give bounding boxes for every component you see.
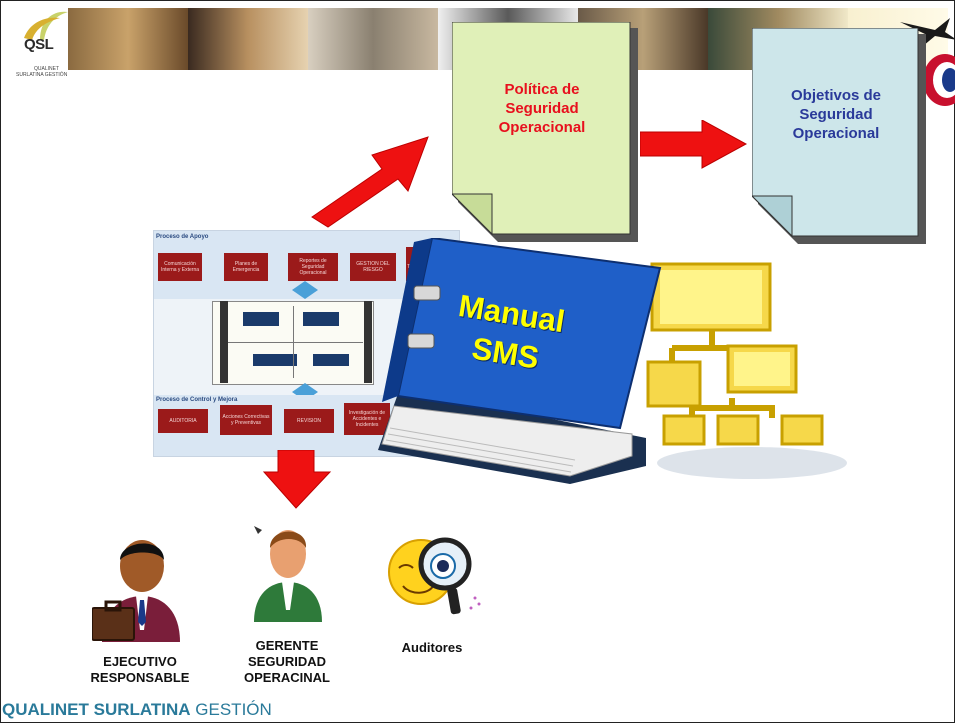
objectives-line-3: Operacional [792,125,880,142]
policy-document: Política de Seguridad Operacional [452,22,638,242]
objectives-document-page [752,28,919,237]
logo-subtext-1: QUALINET [34,66,60,72]
process-box: Reportes de Seguridad Operacional [288,253,338,281]
arrow-down-icon [262,450,332,509]
logo-swoosh-icon [24,11,68,40]
executive-label: EJECUTIVO RESPONSABLE [70,654,210,686]
manager-label-line-2: SEGURIDAD [247,654,326,669]
process-box: AUDITORIA [158,409,208,433]
process-box: Acciones Correctivas y Preventivas [220,405,272,435]
process-box: Investigación de Accidentes e Incidentes [344,403,390,435]
arrow-right-icon [640,120,748,169]
process-box: Planes de Emergencia [224,253,268,281]
control-process-header: Proceso de Control y Mejora [156,397,238,403]
objectives-document: Objetivos de Seguridad Operacional [752,28,926,244]
policy-line-1: Política de [504,81,580,98]
objectives-line-2: Seguridad [799,106,873,123]
manager-label-line-3: OPERACINAL [244,670,330,685]
logo-subtext-2: SURLATINA GESTIÓN [16,72,68,78]
policy-document-page [452,22,631,235]
logo-text: QSL [24,36,54,53]
objectives-line-1: Objetivos de [790,87,882,104]
auditors-label: Auditores [382,640,482,656]
double-arrow-icon [292,281,318,299]
footer-brand-bold: QUALINET SURLATINA [2,700,191,719]
process-box: REVISION [284,409,334,433]
manager-label-line-1: GERENTE [255,638,319,653]
process-box: GESTION DEL RIESGO [350,253,396,281]
executive-label-line-1: EJECUTIVO [103,654,177,669]
qsl-logo: QSL QUALINET SURLATINA GESTIÓN [10,8,70,78]
process-schematic [212,301,374,385]
footer-brand: QUALINET SURLATINA GESTIÓN [2,700,272,720]
org-chart-icon [646,262,847,479]
auditors-label-line-1: Auditores [401,640,463,655]
auditor-magnifier-icon [388,537,481,615]
executive-label-line-2: RESPONSABLE [90,670,190,685]
manager-person-icon [254,526,322,622]
manager-label: GERENTE SEGURIDAD OPERACINAL [222,638,352,686]
manual-title: Manual SMS [449,286,567,382]
support-process-header: Proceso de Apoyo [156,234,209,240]
airline-emblem-icon [900,18,955,106]
footer-brand-normal: GESTIÓN [190,700,272,719]
arrow-up-right-icon [311,136,429,228]
policy-line-3: Operacional [498,119,586,136]
policy-line-2: Seguridad [505,100,579,117]
process-box: Comunicación Interna y Externa [158,253,202,281]
binder-icon [378,238,662,484]
executive-person-icon [92,540,180,642]
